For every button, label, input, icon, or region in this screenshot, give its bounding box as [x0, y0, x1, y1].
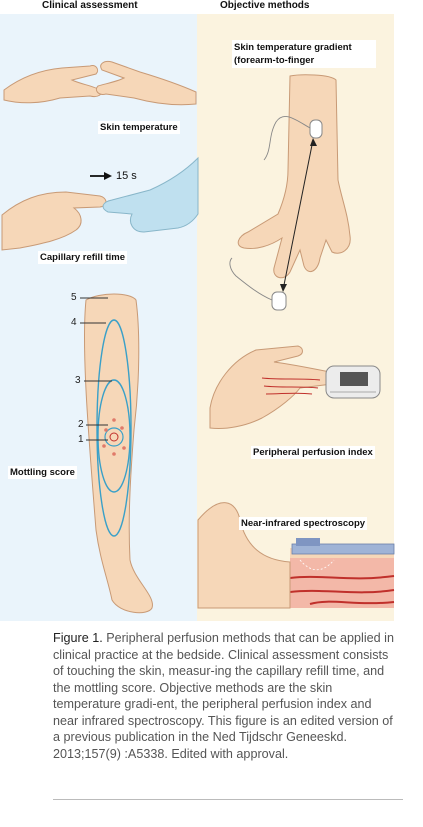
mottling-level-1: 1 — [78, 434, 84, 445]
temperature-gradient-label: Skin temperature gradient (forearm-to-fi… — [232, 40, 376, 68]
mottling-score-label: Mottling score — [8, 466, 77, 479]
temperature-gradient-illustration — [229, 74, 351, 311]
mottling-level-2: 2 — [78, 419, 84, 430]
caption-text: Peripheral perfusion methods that can be… — [53, 631, 394, 761]
header-clinical-assessment: Clinical assessment — [42, 0, 138, 11]
caption-divider — [53, 799, 403, 800]
header-objective-methods: Objective methods — [220, 0, 310, 11]
capillary-refill-label: Capillary refill time — [38, 251, 128, 264]
mottling-level-4: 4 — [71, 317, 77, 328]
figure-caption: Figure 1. Peripheral perfusion methods t… — [53, 630, 398, 762]
mottling-leg-illustration — [80, 293, 153, 614]
perfusion-index-label: Peripheral perfusion index — [251, 446, 375, 459]
skin-temperature-illustration — [3, 61, 197, 106]
mottling-level-3: 3 — [75, 375, 81, 386]
mottling-level-5: 5 — [71, 292, 77, 303]
perfusion-index-illustration — [209, 345, 381, 429]
refill-timer-label: 15 s — [116, 170, 137, 182]
nirs-label: Near-infrared spectroscopy — [239, 517, 368, 530]
nirs-illustration — [197, 502, 395, 609]
figure-number: Figure 1. — [53, 631, 103, 645]
capillary-refill-illustration — [1, 156, 199, 251]
skin-temperature-label: Skin temperature — [98, 121, 180, 134]
